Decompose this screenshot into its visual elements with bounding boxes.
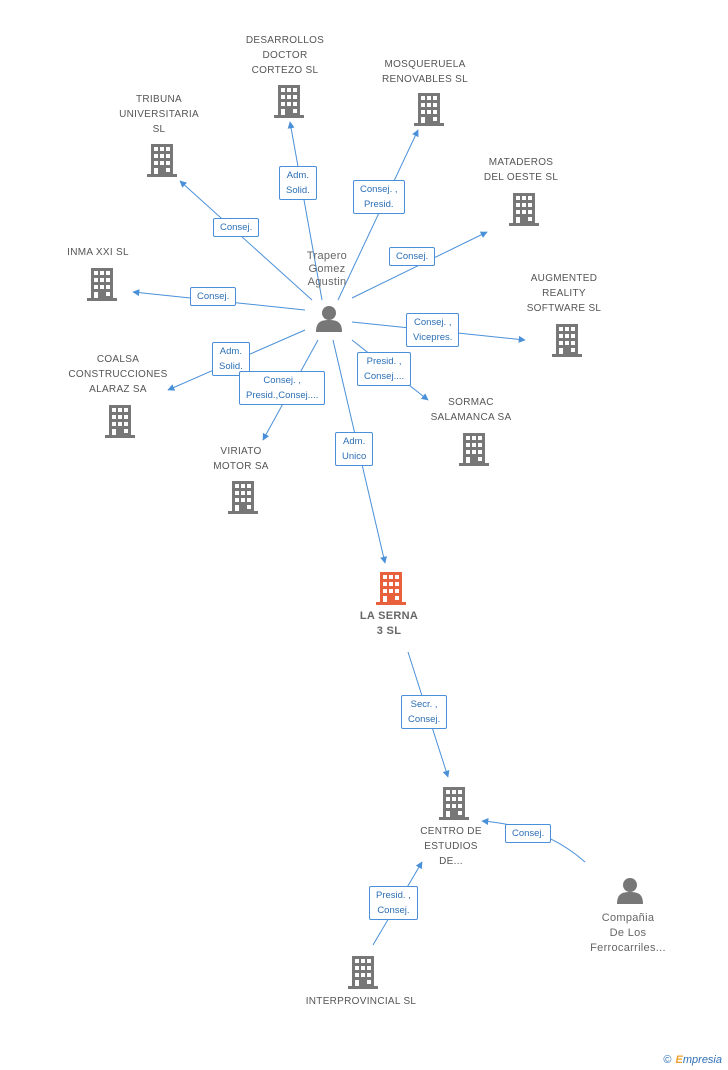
node-label-mosqueruela[interactable]: MOSQUERUELA RENOVABLES SL: [382, 59, 468, 85]
edge-label-centro-compania[interactable]: Consej.: [505, 824, 552, 843]
node-label-augmented[interactable]: AUGMENTED REALITY SOFTWARE SL: [526, 273, 602, 314]
copyright-symbol: ©: [663, 1054, 672, 1066]
edge-label-centro-interprovincial[interactable]: Presid. , Consej.: [369, 886, 418, 920]
building-icon: [376, 572, 406, 605]
node-label-tribuna[interactable]: TRIBUNA UNIVERSITARIA SL: [119, 94, 199, 135]
node-label-sormac[interactable]: SORMAC SALAMANCA SA: [430, 397, 512, 423]
person-icon: [617, 878, 643, 904]
edge-label-viriato[interactable]: Consej. , Presid.,Consej....: [239, 371, 326, 405]
edge-label-inma[interactable]: Consej.: [190, 287, 237, 306]
edge-label-coalsa[interactable]: Adm. Solid.: [212, 342, 250, 376]
node-label-mataderos[interactable]: MATADEROS DEL OESTE SL: [483, 157, 559, 183]
building-icon: [439, 787, 469, 820]
edge-line-desarrollos: [287, 121, 323, 301]
building-icon: [552, 324, 582, 357]
edge-label-sormac[interactable]: Presid. , Consej....: [357, 352, 412, 386]
node-label-desarrollos[interactable]: DESARROLLOS DOCTOR CORTEZO SL: [245, 35, 325, 76]
node-label-center-person[interactable]: Trapero Gomez Agustin: [306, 250, 348, 288]
brand-logo-letter: E: [675, 1054, 683, 1066]
brand-name: mpresia: [682, 1054, 722, 1066]
building-icon: [228, 481, 258, 514]
building-icon: [105, 405, 135, 438]
node-label-coalsa[interactable]: COALSA CONSTRUCCIONES ALARAZ SA: [68, 354, 168, 395]
edge-label-tribuna[interactable]: Consej.: [213, 218, 260, 237]
building-icon: [87, 268, 117, 301]
building-icon: [274, 85, 304, 118]
edge-label-augmented[interactable]: Consej. , Vicepres.: [406, 313, 460, 347]
building-icon: [147, 144, 177, 177]
node-label-centro[interactable]: CENTRO DE ESTUDIOS DE...: [420, 826, 482, 867]
node-label-viriato[interactable]: VIRIATO MOTOR SA: [213, 446, 269, 472]
person-icon: [316, 306, 342, 332]
edge-label-laserna[interactable]: Adm. Unico: [335, 432, 374, 466]
edge-label-mosqueruela[interactable]: Consej. , Presid.: [353, 180, 405, 214]
brand-footer: ©Empresia: [663, 1054, 722, 1066]
edge-label-centro-laserna[interactable]: Secr. , Consej.: [401, 695, 448, 729]
edge-line-tribuna: [179, 180, 313, 301]
building-icon: [459, 433, 489, 466]
node-label-laserna[interactable]: LA SERNA 3 SL: [359, 610, 419, 637]
building-icon: [509, 193, 539, 226]
node-label-compania[interactable]: Compañia De Los Ferrocarriles...: [590, 912, 666, 954]
edge-label-desarrollos[interactable]: Adm. Solid.: [279, 166, 317, 200]
edge-line-mosqueruela: [337, 129, 419, 301]
edge-label-mataderos[interactable]: Consej.: [389, 247, 436, 266]
node-label-interprovincial[interactable]: INTERPROVINCIAL SL: [305, 996, 417, 1007]
building-icon: [414, 93, 444, 126]
node-label-inma[interactable]: INMA XXI SL: [67, 247, 129, 258]
building-icon: [348, 956, 378, 989]
